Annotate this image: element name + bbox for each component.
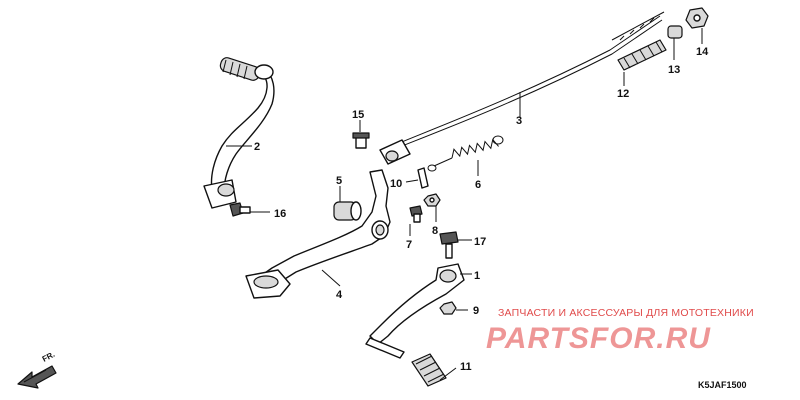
callout-4: 4 bbox=[336, 289, 343, 301]
part-8-nut bbox=[423, 193, 441, 207]
callout-16: 16 bbox=[274, 208, 286, 220]
callout-3: 3 bbox=[516, 115, 522, 127]
callout-labels: 1 2 3 4 5 6 7 8 9 10 11 12 13 14 15 16 1… bbox=[254, 46, 709, 373]
part-16-bolt bbox=[229, 202, 251, 217]
part-2-kick-arm bbox=[203, 57, 275, 209]
callout-9: 9 bbox=[473, 305, 479, 317]
callout-8: 8 bbox=[432, 225, 438, 237]
callout-15: 15 bbox=[352, 109, 364, 121]
callout-12: 12 bbox=[617, 88, 629, 100]
part-13-joint bbox=[667, 25, 683, 39]
callout-7: 7 bbox=[406, 239, 412, 251]
front-direction-label: FR. bbox=[41, 350, 57, 364]
callout-5: 5 bbox=[336, 175, 342, 187]
part-10-pin bbox=[417, 167, 429, 189]
part-1-shift-pedal bbox=[365, 263, 465, 359]
part-6-spring bbox=[427, 135, 504, 172]
callout-13: 13 bbox=[668, 64, 680, 76]
callout-17: 17 bbox=[474, 236, 486, 248]
part-5-collar bbox=[333, 201, 362, 221]
front-direction-arrow: FR. bbox=[17, 350, 57, 389]
callout-14: 14 bbox=[696, 46, 709, 58]
callout-11: 11 bbox=[460, 361, 472, 373]
part-9-nut bbox=[439, 301, 457, 315]
leader-lines bbox=[226, 28, 703, 381]
watermark-brand: PARTSFOR.RU bbox=[486, 322, 711, 355]
part-11-rubber bbox=[411, 353, 447, 387]
watermark-tagline: ЗАПЧАСТИ И АКСЕССУАРЫ ДЛЯ МОТОТЕХНИКИ bbox=[498, 307, 754, 319]
callout-10: 10 bbox=[390, 178, 402, 190]
watermark: ЗАПЧАСТИ И АКСЕССУАРЫ ДЛЯ МОТОТЕХНИКИ PA… bbox=[486, 307, 754, 355]
part-12-spring bbox=[617, 39, 667, 71]
part-14-nut bbox=[685, 7, 709, 29]
part-3-brake-rod bbox=[379, 11, 665, 165]
part-7-bolt bbox=[409, 205, 423, 223]
callout-2: 2 bbox=[254, 141, 260, 153]
part-15-bolt bbox=[352, 132, 370, 149]
callout-1: 1 bbox=[474, 270, 480, 282]
callout-6: 6 bbox=[475, 179, 481, 191]
part-17-bolt bbox=[439, 231, 459, 259]
diagram-code: K5JAF1500 bbox=[698, 380, 747, 390]
part-4-brake-pedal bbox=[245, 169, 391, 299]
